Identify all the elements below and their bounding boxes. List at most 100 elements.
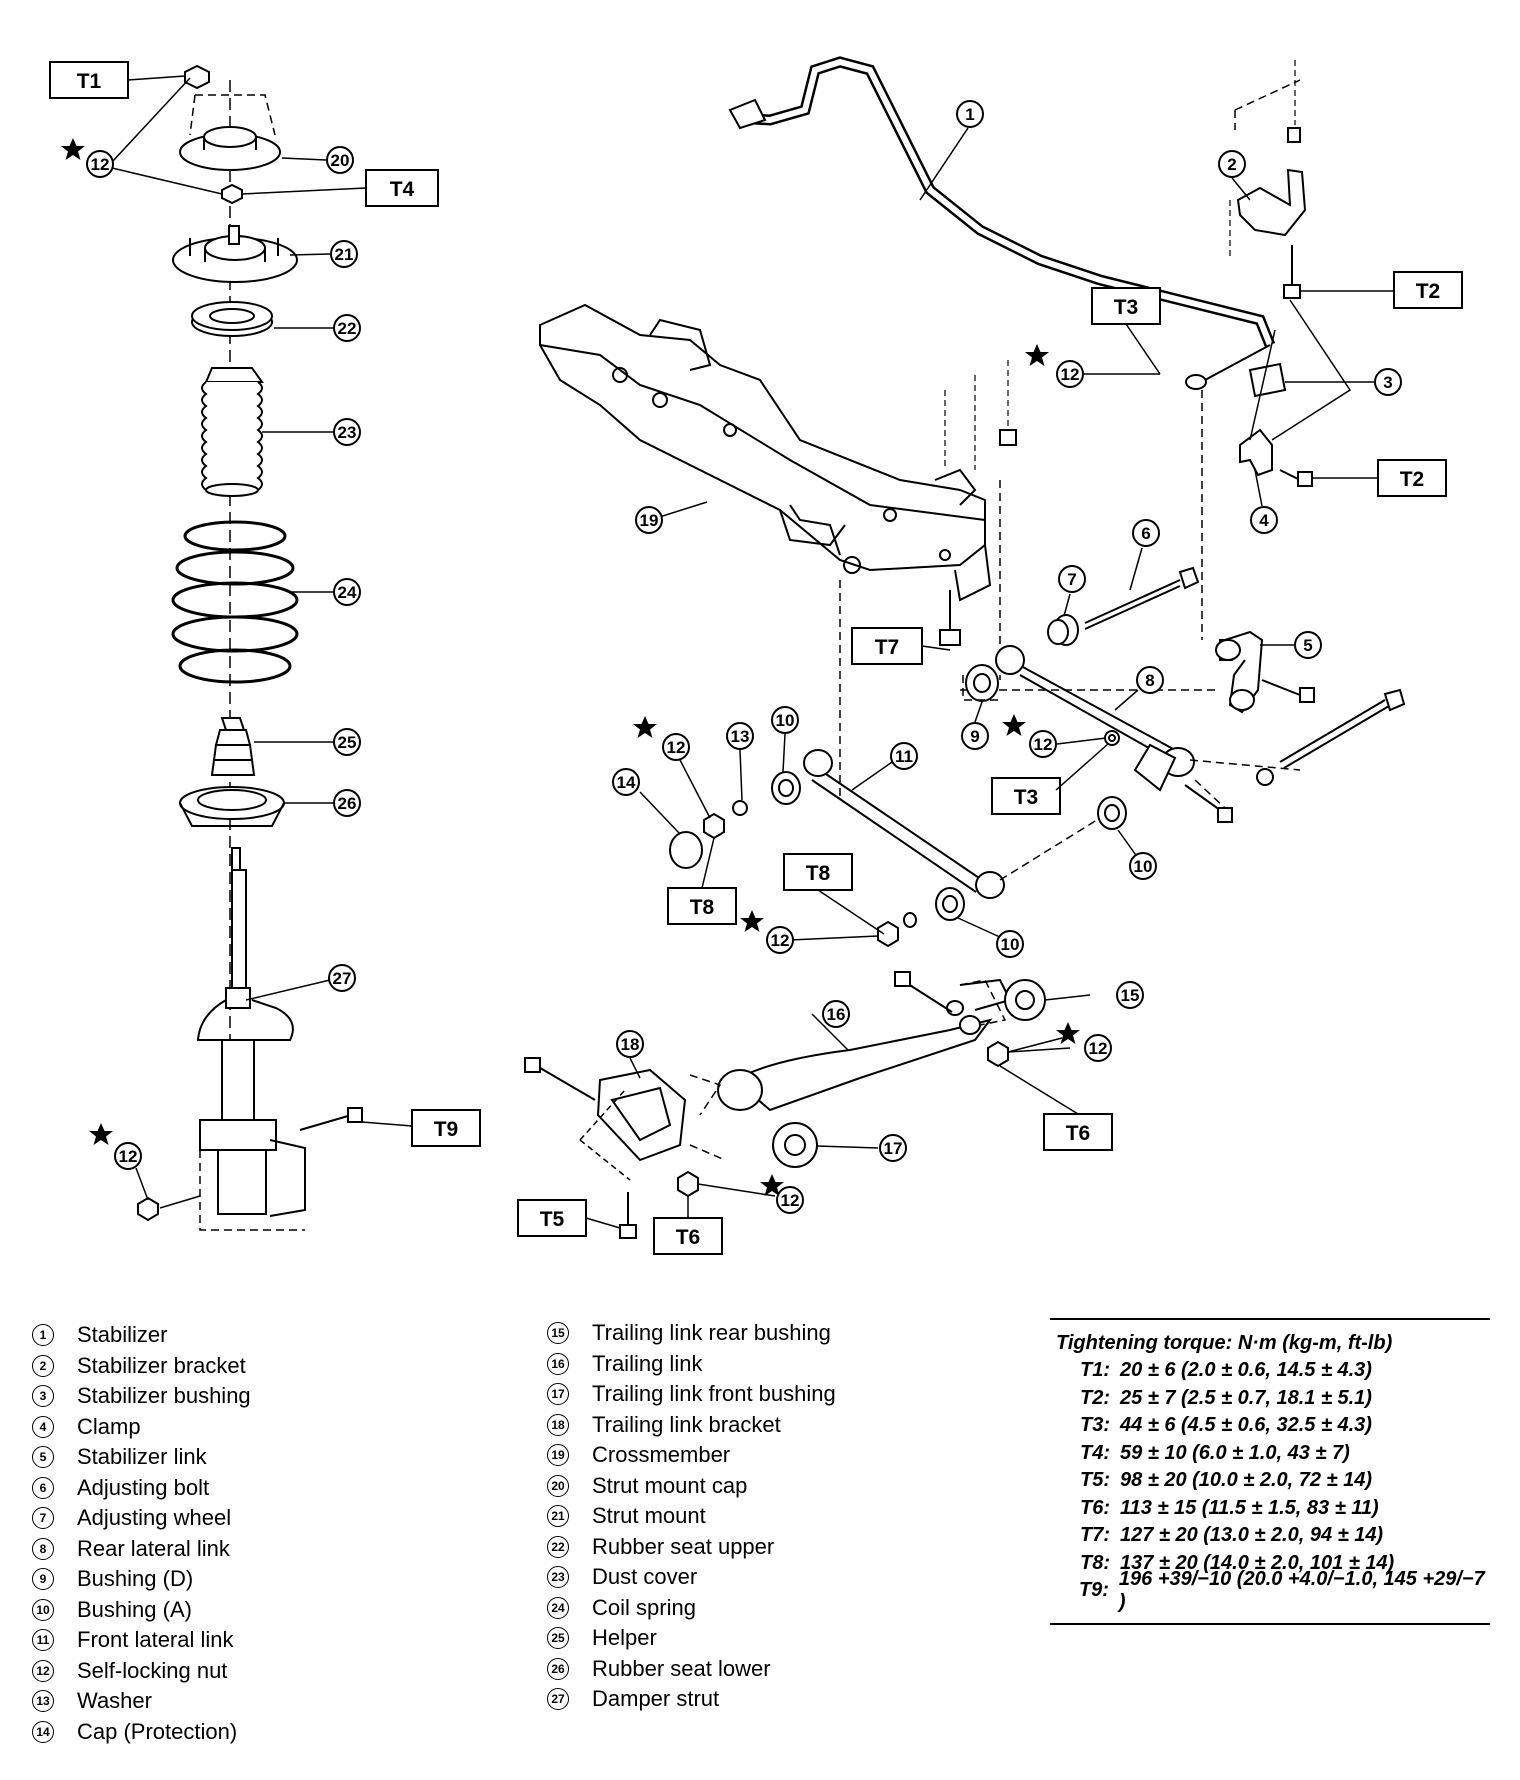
torque-row: T8:137 ± 20 (14.0 ± 2.0, 101 ± 14) (1080, 1551, 1395, 1574)
torque-row: T1:20 ± 6 (2.0 ± 0.6, 14.5 ± 4.3) (1080, 1359, 1372, 1382)
crossmember (539, 303, 1017, 800)
callout-12-strut-bottom: 12 (114, 1142, 142, 1170)
strut-lower-bolt (299, 1107, 363, 1131)
callout-3: 3 (1374, 368, 1402, 396)
svg-text:18: 18 (621, 1035, 640, 1054)
torque-tags: T1 T4 T2 T2 T3 T3 T7 T8 T8 T9 T6 T5 T6 (49, 61, 1463, 1255)
svg-text:16: 16 (827, 1005, 846, 1024)
callout-24: 24 (333, 578, 361, 606)
callout-15: 15 (1116, 981, 1144, 1009)
callout-12-lateral-left: 12 (662, 733, 690, 761)
callout-23: 23 (333, 418, 361, 446)
svg-text:6: 6 (1141, 524, 1150, 543)
svg-text:22: 22 (338, 319, 357, 338)
torque-row: T9:196 +39/−10 (20.0 +4.0/−1.0, 145 +29/… (1078, 1567, 1485, 1613)
callout-16: 16 (822, 1000, 850, 1028)
leader-lines (111, 75, 1394, 1229)
callout-13: 13 (726, 722, 754, 750)
tag-t6-lower: T6 (676, 1226, 701, 1249)
callout-10-bottom: 10 (996, 930, 1024, 958)
strut-mount (172, 225, 298, 283)
svg-text:20: 20 (331, 151, 350, 170)
callout-10-left: 10 (771, 706, 799, 734)
star-icon (1056, 1022, 1080, 1044)
coil-spring (171, 520, 299, 684)
svg-text:14: 14 (617, 773, 636, 792)
stabilizer-link (1201, 390, 1315, 714)
helper (210, 717, 256, 776)
front-lateral-link (669, 749, 1127, 948)
tag-t3-upper: T3 (1114, 296, 1139, 319)
callout-19: 19 (635, 506, 663, 534)
callout-5: 5 (1294, 631, 1322, 659)
callout-25: 25 (333, 728, 361, 756)
callout-10-right: 10 (1129, 852, 1157, 880)
svg-text:12: 12 (667, 738, 686, 757)
callout-27: 27 (328, 964, 356, 992)
tag-t8-left: T8 (690, 896, 715, 919)
stabilizer-mounts (1229, 60, 1352, 487)
rubber-seat-upper (191, 301, 273, 337)
torque-row: T2:25 ± 7 (2.5 ± 0.7, 18.1 ± 5.1) (1080, 1386, 1372, 1409)
star-icon (633, 716, 657, 738)
torque-row: T5:98 ± 20 (10.0 ± 2.0, 72 ± 14) (1080, 1469, 1372, 1492)
torque-row: T6:113 ± 15 (11.5 ± 1.5, 83 ± 11) (1080, 1496, 1379, 1519)
callout-12-strut-top: 12 (86, 150, 114, 178)
svg-text:12: 12 (1034, 735, 1053, 754)
stabilizer-bar (728, 56, 1276, 390)
tag-t3-lower: T3 (1014, 786, 1039, 809)
svg-text:26: 26 (338, 794, 357, 813)
part-number-callouts: 12 20 21 22 23 24 25 26 27 12 1 2 3 4 5 … (86, 100, 1402, 1214)
callout-12-stabilizer: 12 (1056, 360, 1084, 388)
torque-row: T3:44 ± 6 (4.5 ± 0.6, 32.5 ± 4.3) (1080, 1414, 1372, 1437)
star-icon (740, 910, 764, 932)
star-icon (1025, 344, 1049, 366)
svg-text:24: 24 (338, 583, 357, 602)
svg-text:1: 1 (965, 105, 974, 124)
callout-12-trailing-bottom: 12 (776, 1186, 804, 1214)
callout-22: 22 (333, 314, 361, 342)
tag-t5: T5 (540, 1208, 565, 1231)
rubber-seat-lower (179, 786, 285, 827)
svg-text:10: 10 (1134, 857, 1153, 876)
star-icon (1002, 714, 1026, 736)
torque-row: T4:59 ± 10 (6.0 ± 1.0, 43 ± 7) (1080, 1441, 1350, 1464)
svg-text:2: 2 (1227, 155, 1236, 174)
callout-11: 11 (890, 742, 918, 770)
callout-17: 17 (879, 1134, 907, 1162)
rear-lateral-link (960, 645, 1406, 823)
tightening-torque-table: Tightening torque: N·m (kg-m, ft-lb) T1:… (1050, 1318, 1490, 1625)
callout-7: 7 (1058, 565, 1086, 593)
svg-text:19: 19 (640, 511, 659, 530)
tag-t6-right: T6 (1066, 1122, 1091, 1145)
svg-text:4: 4 (1259, 511, 1269, 530)
tag-t9: T9 (434, 1118, 459, 1141)
callout-14: 14 (612, 768, 640, 796)
callout-1: 1 (956, 100, 984, 128)
svg-text:10: 10 (1001, 935, 1020, 954)
callout-21: 21 (330, 240, 358, 268)
callout-9: 9 (961, 722, 989, 750)
svg-text:5: 5 (1303, 636, 1312, 655)
tag-t7: T7 (875, 636, 900, 659)
trailing-link-assembly (524, 971, 1046, 1239)
svg-text:27: 27 (333, 969, 352, 988)
